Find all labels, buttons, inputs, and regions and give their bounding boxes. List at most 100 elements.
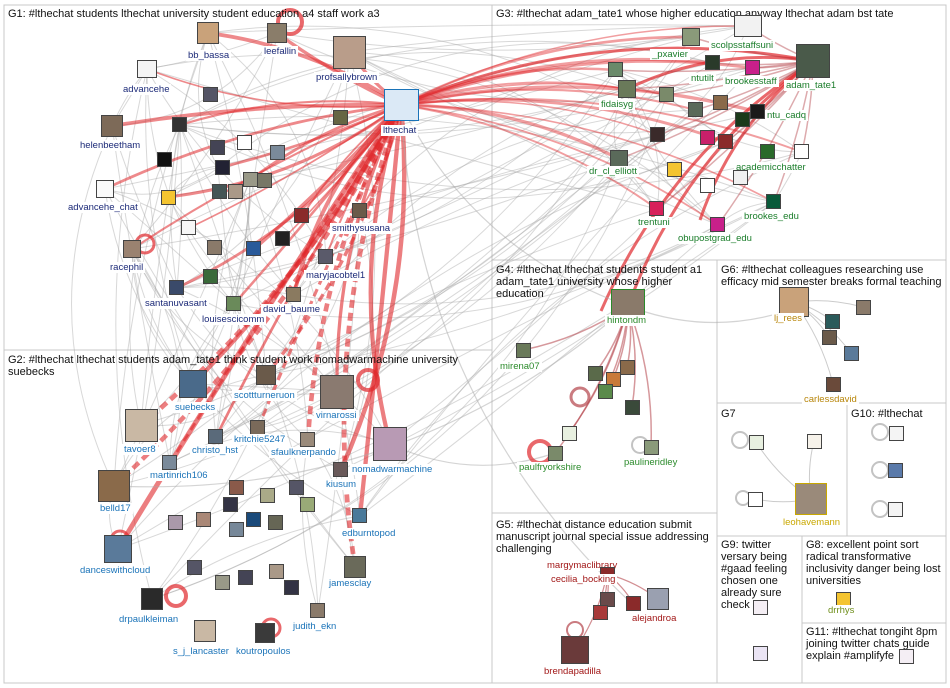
node-label-drrhys[interactable]: drrhys: [826, 605, 857, 616]
node-label-drpaulkleiman[interactable]: drpaulkleiman: [117, 614, 181, 625]
node-avatar-trentuni[interactable]: [649, 201, 664, 216]
node-avatar-academicchatter[interactable]: [794, 144, 809, 159]
node-avatar-racephil[interactable]: [123, 240, 141, 258]
node-label-mirena07[interactable]: mirena07: [498, 361, 542, 372]
node-avatar-smithysusana[interactable]: [352, 203, 367, 218]
node-avatar-profsallybrown[interactable]: [333, 36, 366, 69]
node-avatar[interactable]: [223, 497, 238, 512]
node-avatar[interactable]: [215, 575, 230, 590]
node-avatar-nomadwarmachine[interactable]: [373, 427, 407, 461]
node-avatar-martinrich106[interactable]: [162, 455, 177, 470]
node-label-leefallin[interactable]: leefallin: [262, 46, 299, 57]
node-avatar[interactable]: [606, 372, 621, 387]
node-label-ntu-cadq[interactable]: ntu_cadq: [765, 110, 809, 121]
node-label-s-j-lancaster[interactable]: s_j_lancaster: [171, 646, 231, 657]
node-avatar-koutropoulos[interactable]: [255, 623, 275, 643]
node-avatar-alejandroa[interactable]: [647, 588, 669, 610]
node-avatar[interactable]: [598, 384, 613, 399]
node-label-judith-ekn[interactable]: judith_ekn: [291, 621, 339, 632]
node-avatar[interactable]: [237, 135, 252, 150]
node-avatar-maryjacobtel1[interactable]: [318, 249, 333, 264]
node-avatar-brookesstaff[interactable]: [745, 60, 760, 75]
node-avatar-drpaulkleiman[interactable]: [141, 588, 163, 610]
node-avatar[interactable]: [650, 127, 665, 142]
node-avatar-pxavier[interactable]: [682, 28, 700, 46]
node-avatar[interactable]: [260, 488, 275, 503]
node-avatar-louisescicomm[interactable]: [226, 296, 241, 311]
node-avatar-advancehe[interactable]: [137, 60, 157, 78]
node-label-profsallybrown[interactable]: profsallybrown: [314, 72, 380, 83]
node-label-lthechat[interactable]: lthechat: [381, 125, 419, 136]
node-label-brookes-edu[interactable]: brookes_edu: [742, 211, 801, 222]
node-label-advancehe[interactable]: advancehe: [121, 84, 172, 95]
node-avatar[interactable]: [275, 231, 290, 246]
node-avatar[interactable]: [735, 112, 750, 127]
node-avatar[interactable]: [667, 162, 682, 177]
node-avatar-leefallin[interactable]: [267, 23, 287, 43]
node-avatar[interactable]: [212, 184, 227, 199]
node-avatar[interactable]: [294, 208, 309, 223]
node-label-suebecks[interactable]: suebecks: [173, 402, 218, 413]
node-label-martinrich106[interactable]: martinrich106: [148, 470, 210, 481]
node-avatar-bb-bassa[interactable]: [197, 22, 219, 44]
node-avatar[interactable]: [899, 649, 914, 664]
node-avatar-paulfryorkshire[interactable]: [548, 446, 563, 461]
node-label-lj-rees[interactable]: lj_rees: [772, 313, 804, 324]
node-label-virnarossi[interactable]: virnarossi: [314, 410, 359, 421]
node-avatar[interactable]: [753, 646, 768, 661]
node-avatar[interactable]: [210, 140, 225, 155]
node-avatar[interactable]: [243, 172, 258, 187]
node-label-kritchie5247[interactable]: kritchie5247: [232, 434, 288, 445]
node-avatar[interactable]: [807, 434, 822, 449]
node-label-tavoer8[interactable]: tavoer8: [122, 444, 158, 455]
node-label-christo-hst[interactable]: christo_hst: [190, 445, 240, 456]
node-avatar-adam-tate1[interactable]: [796, 44, 830, 78]
node-label-paulfryorkshire[interactable]: paulfryorkshire: [517, 462, 584, 473]
node-avatar[interactable]: [625, 400, 640, 415]
node-avatar-scottturneruon[interactable]: [256, 365, 276, 385]
node-avatar[interactable]: [269, 564, 284, 579]
node-avatar-paulineridley[interactable]: [644, 440, 659, 455]
node-avatar[interactable]: [229, 480, 244, 495]
node-label-jamesclay[interactable]: jamesclay: [327, 578, 374, 589]
node-avatar[interactable]: [284, 580, 299, 595]
node-label-bb-bassa[interactable]: bb_bassa: [186, 50, 232, 61]
node-avatar[interactable]: [161, 190, 176, 205]
node-label-cecilia-bocking[interactable]: cecilia_bocking: [549, 574, 618, 585]
node-avatar-tavoer8[interactable]: [125, 409, 158, 442]
node-avatar-lthechat[interactable]: [384, 89, 419, 121]
node-avatar[interactable]: [608, 62, 623, 77]
node-label-scolpsstaffsuni[interactable]: scolpsstaffsuni: [709, 40, 776, 51]
node-label-carlessdavid[interactable]: carlessdavid: [802, 394, 859, 405]
node-label-brookesstaff[interactable]: brookesstaff: [723, 76, 779, 87]
node-avatar[interactable]: [203, 269, 218, 284]
node-avatar[interactable]: [228, 184, 243, 199]
node-avatar[interactable]: [593, 605, 608, 620]
node-avatar-danceswithcloud[interactable]: [104, 535, 132, 563]
node-avatar-brookes-edu[interactable]: [766, 194, 781, 209]
node-avatar[interactable]: [300, 497, 315, 512]
node-avatar[interactable]: [626, 596, 641, 611]
node-label-david-baume[interactable]: david_baume: [261, 304, 323, 315]
node-avatar[interactable]: [888, 463, 903, 478]
node-avatar[interactable]: [333, 110, 348, 125]
node-avatar-scolpsstaffsuni[interactable]: [734, 15, 762, 37]
node-label-smithysusana[interactable]: smithysusana: [330, 223, 393, 234]
node-avatar-virnarossi[interactable]: [320, 375, 354, 409]
node-label-alejandroa[interactable]: alejandroa: [630, 613, 679, 624]
node-avatar[interactable]: [168, 515, 183, 530]
node-avatar[interactable]: [856, 300, 871, 315]
node-label-danceswithcloud[interactable]: danceswithcloud: [78, 565, 153, 576]
node-avatar[interactable]: [207, 240, 222, 255]
node-avatar[interactable]: [825, 314, 840, 329]
node-avatar[interactable]: [844, 346, 859, 361]
node-label-adam-tate1[interactable]: adam_tate1: [784, 80, 839, 91]
node-label-dr-cl-elliott[interactable]: dr_cl_elliott: [587, 166, 640, 177]
node-label-nomadwarmachine[interactable]: nomadwarmachine: [350, 464, 435, 475]
node-avatar[interactable]: [588, 366, 603, 381]
node-label-pxavier[interactable]: _pxavier: [650, 49, 690, 60]
node-avatar[interactable]: [157, 152, 172, 167]
node-label-louisescicomm[interactable]: louisescicomm: [200, 314, 267, 325]
node-avatar[interactable]: [238, 570, 253, 585]
node-label-maryjacobtel1[interactable]: maryjacobtel1: [304, 270, 368, 281]
